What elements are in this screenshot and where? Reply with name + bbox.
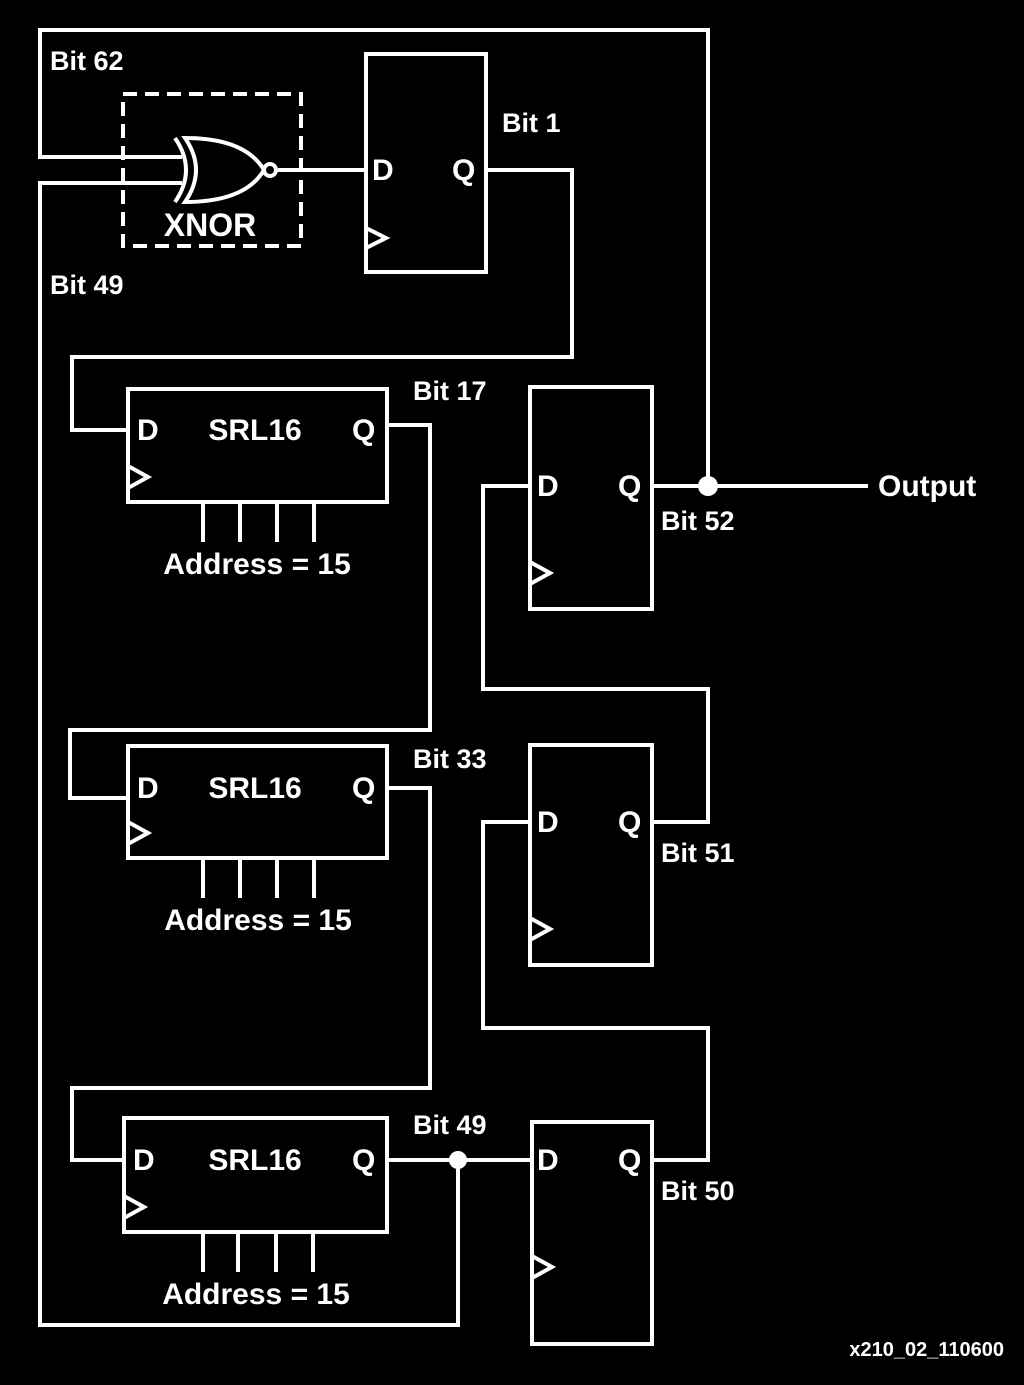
ff-bit50-q-pin: Q — [618, 1144, 641, 1177]
label-bit49-mid: Bit 49 — [413, 1110, 487, 1140]
label-bit17: Bit 17 — [413, 376, 487, 406]
srl1-address-lines — [201, 502, 316, 542]
srl16-2-address: Address = 15 — [164, 904, 352, 937]
ff-bit50-box — [530, 1120, 654, 1346]
srl16-1-name: SRL16 — [208, 414, 301, 447]
srl16-1-address: Address = 15 — [163, 548, 351, 581]
ff-bit52-d-pin: D — [537, 470, 559, 503]
label-bit33: Bit 33 — [413, 744, 487, 774]
srl16-3-name: SRL16 — [208, 1144, 301, 1177]
srl16-2-box — [126, 744, 389, 860]
ff-bit51-d-pin: D — [537, 806, 559, 839]
xnor-bubble — [262, 162, 278, 178]
srl1-to-srl2-wire — [68, 423, 432, 800]
flip-flop-bit52: D Q — [528, 385, 654, 611]
srl16-3-d-pin: D — [133, 1144, 155, 1177]
ff-bit1-d-pin: D — [372, 154, 394, 187]
xnor-input-arc — [173, 136, 188, 204]
flip-flop-bit50: D Q — [530, 1120, 654, 1346]
srl2-address-lines — [201, 858, 316, 898]
label-bit62: Bit 62 — [50, 46, 124, 76]
ff-bit1-box — [364, 52, 488, 274]
ff-bit50-clock-icon — [531, 1254, 557, 1280]
bit-labels: Bit 62 Bit 1 Bit 49 Bit 17 Bit 33 Bit 49… — [50, 46, 1004, 1361]
srl16-3-box — [122, 1116, 389, 1234]
feedback-wire-bit62 — [38, 28, 710, 486]
ff-bit51-clock-icon — [529, 916, 555, 942]
label-bit52: Bit 52 — [661, 506, 735, 536]
ff51-to-ff52-wire — [481, 484, 710, 824]
label-output: Output — [878, 470, 976, 503]
feedback-wire-bit49 — [38, 181, 460, 1327]
srl2-to-srl3-wire — [70, 786, 432, 1162]
srl16-1-clock-icon — [127, 464, 153, 490]
srl16-1-box — [126, 387, 389, 504]
label-bit1: Bit 1 — [502, 108, 561, 138]
label-bit50: Bit 50 — [661, 1176, 735, 1206]
ff-bit50-d-pin: D — [537, 1144, 559, 1177]
srl16-2-name: SRL16 — [208, 772, 301, 805]
xnor-gate-body — [181, 135, 267, 205]
label-bit51: Bit 51 — [661, 838, 735, 868]
srl16-3-q-pin: Q — [352, 1144, 375, 1177]
xnor-label: XNOR — [164, 207, 256, 243]
flip-flop-bit51: D Q — [528, 743, 654, 967]
srl16-3-address: Address = 15 — [162, 1278, 350, 1311]
ff-bit52-clock-icon — [529, 560, 555, 586]
srl16-2-clock-icon — [127, 820, 153, 846]
ff50-to-ff51-wire — [481, 820, 710, 1162]
label-bit49-left: Bit 49 — [50, 270, 124, 300]
srl16-2-q-pin: Q — [352, 772, 375, 805]
srl16-3-clock-icon — [123, 1194, 149, 1220]
srl3-address-lines — [201, 1232, 315, 1272]
srl16-2-d-pin: D — [137, 772, 159, 805]
ff-bit1-q-pin: Q — [452, 154, 475, 187]
ff-bit1-clock-icon — [365, 226, 391, 250]
srl16-block-3: D SRL16 Q Address = 15 — [122, 1116, 389, 1311]
srl16-block-1: D SRL16 Q Address = 15 — [126, 387, 389, 581]
srl16-block-2: D SRL16 Q Address = 15 — [126, 744, 389, 937]
wires — [38, 28, 868, 1327]
srl16-1-d-pin: D — [137, 414, 159, 447]
ff-bit52-q-pin: Q — [618, 470, 641, 503]
xnor-block: XNOR — [121, 92, 303, 248]
xnor-dashed-boundary — [121, 92, 303, 248]
figure-id: x210_02_110600 — [849, 1339, 1004, 1361]
flip-flop-bit1: D Q — [364, 52, 488, 274]
ff-bit51-q-pin: Q — [618, 806, 641, 839]
ff1-to-srl1-wire — [70, 168, 574, 432]
bit49-junction-dot — [449, 1151, 467, 1169]
output-junction-dot — [698, 476, 718, 496]
srl16-1-q-pin: Q — [352, 414, 375, 447]
